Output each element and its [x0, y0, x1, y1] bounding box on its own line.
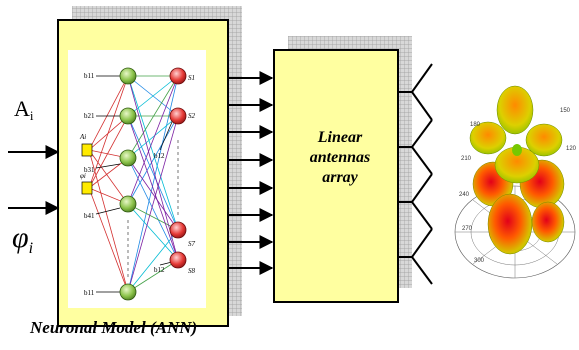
pattern-tick: 300 [474, 258, 485, 264]
input-label: Ai [79, 133, 86, 141]
phase-symbol: φ [12, 221, 29, 254]
output-label: S2 [188, 112, 196, 120]
output-neuron [169, 221, 187, 239]
bias-label: b11 [84, 289, 95, 297]
output-neuron [169, 251, 187, 269]
phase-input-label: φi [12, 221, 33, 258]
amplitude-input-label: Ai [14, 96, 34, 124]
pattern-tick: 270 [462, 226, 473, 232]
array-title-line: antennas [309, 149, 371, 166]
hidden-neuron [119, 107, 137, 125]
output-bias-label: b12 [154, 266, 165, 274]
hidden-neuron [119, 67, 137, 85]
phase-subscript: i [28, 240, 34, 257]
array-block [273, 49, 399, 303]
output-label: S7 [188, 240, 196, 248]
input-node-amplitude [81, 143, 93, 157]
array-title: Linear antennas array [278, 128, 402, 188]
amplitude-symbol: A [14, 96, 30, 121]
input-label: φi [80, 172, 86, 180]
radiation-pattern: 180 210 240 270 300 150 120 [454, 85, 577, 279]
ann-connections [88, 75, 179, 293]
bias-label: b21 [84, 112, 95, 120]
pattern-tick: 150 [560, 108, 571, 114]
hidden-neuron [119, 195, 137, 213]
pattern-tick: 120 [566, 146, 577, 152]
amplitude-subscript: i [29, 108, 34, 123]
bias-label: b31 [84, 166, 95, 174]
array-title-line: Linear [317, 129, 363, 146]
bias-label: b11 [84, 72, 95, 80]
output-label: S1 [188, 74, 195, 82]
ann-network-panel [68, 50, 206, 308]
bias-label: b41 [84, 212, 95, 220]
output-neurons [169, 67, 187, 269]
array-title-line: array [322, 169, 358, 186]
pattern-tick: 180 [470, 122, 481, 128]
pattern-tick: 240 [459, 192, 470, 198]
input-node-phase [81, 181, 93, 195]
ann-title: Neuronal Model (ANN) [30, 318, 198, 337]
antenna-elements [398, 63, 433, 285]
pattern-tick: 210 [461, 156, 472, 162]
hidden-neurons [119, 67, 137, 301]
ann-output-arrows [228, 71, 274, 275]
output-bias-label: b12 [154, 152, 165, 160]
output-neuron [169, 67, 187, 85]
hidden-neuron [119, 149, 137, 167]
output-label: S8 [188, 267, 196, 275]
hidden-neuron [119, 283, 137, 301]
output-neuron [169, 107, 187, 125]
